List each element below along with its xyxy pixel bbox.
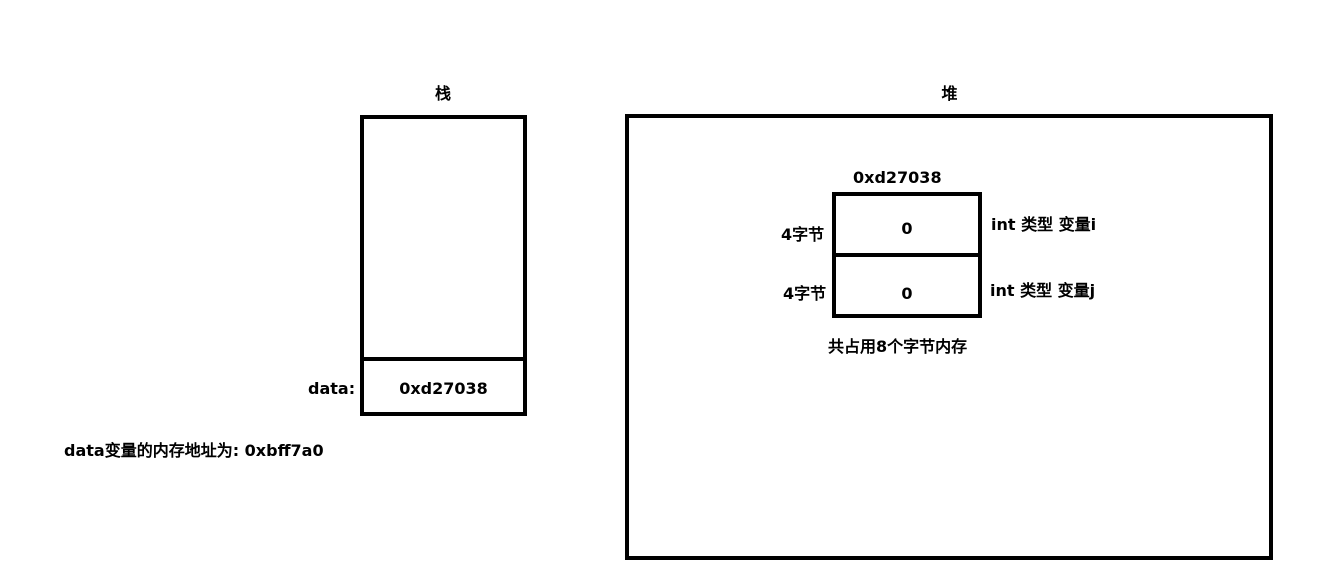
heap-cell-value: 0: [901, 219, 913, 238]
heap-cell-desc: int 类型 变量j: [990, 281, 1096, 300]
stack-var-label: data:: [308, 379, 356, 398]
heap-title: 堆: [941, 84, 958, 103]
stack-title: 栈: [434, 84, 451, 103]
heap-box: [625, 114, 1273, 560]
heap-cell-j: [832, 253, 982, 318]
heap-cell-desc: int 类型 变量i: [991, 215, 1097, 234]
stack-address-note: data变量的内存地址为: 0xbff7a0: [64, 441, 324, 460]
stack-divider: [360, 357, 527, 361]
stack-box: [360, 115, 527, 416]
heap-total-note: 共占用8个字节内存: [828, 337, 968, 356]
heap-cell-size: 4字节: [781, 225, 825, 244]
stack-var-value: 0xd27038: [399, 379, 488, 398]
heap-cell-value: 0: [901, 284, 913, 303]
heap-block-address: 0xd27038: [853, 168, 942, 187]
heap-cell-size: 4字节: [783, 284, 827, 303]
